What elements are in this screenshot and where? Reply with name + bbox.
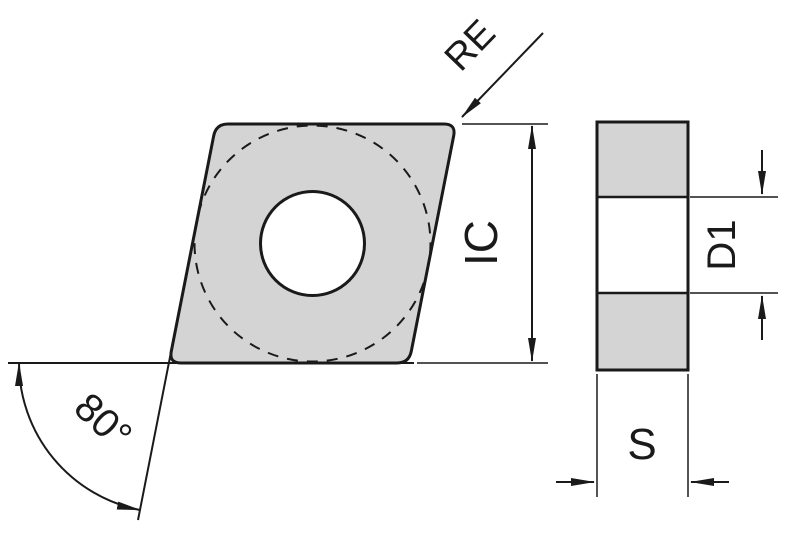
angle-extension-line xyxy=(137,346,173,521)
center-hole xyxy=(259,190,366,297)
diagram-lines xyxy=(8,32,778,521)
side-view-outline xyxy=(595,120,690,372)
re-leader-line xyxy=(461,32,544,118)
inscribed-circle-dashed xyxy=(193,124,432,363)
re-label: RE xyxy=(437,12,504,79)
d1-label: D1 xyxy=(700,219,744,270)
side-view-hole-band xyxy=(598,197,687,293)
s-label: S xyxy=(627,420,656,469)
angle-label: 80° xyxy=(66,385,140,458)
ic-label: IC xyxy=(455,220,507,266)
angle-arc xyxy=(15,362,141,511)
